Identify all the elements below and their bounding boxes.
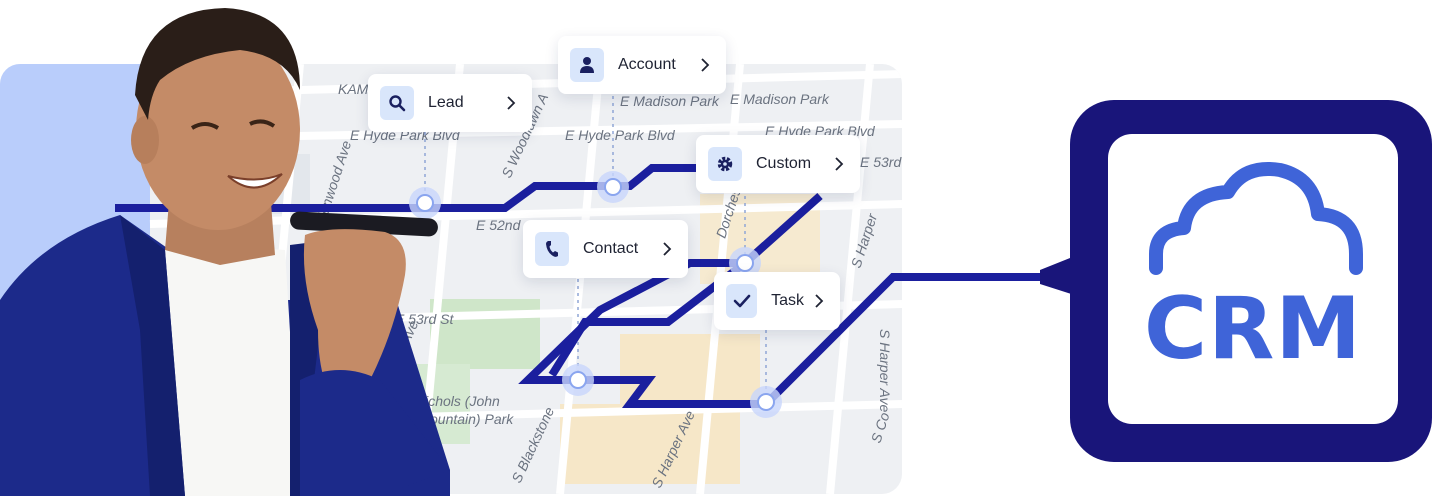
chip-label: Account bbox=[618, 56, 676, 73]
crm-label: CRM bbox=[1144, 279, 1362, 379]
street-label: E 53rd bbox=[860, 154, 902, 170]
chip-label: Lead bbox=[428, 94, 464, 111]
chevron-right-icon bbox=[834, 157, 844, 171]
street-label: E 53rd St bbox=[395, 311, 454, 327]
phone-icon bbox=[535, 232, 569, 266]
crm-tile: CRM bbox=[1070, 100, 1432, 462]
street-label: Nichols (John bbox=[415, 393, 500, 409]
person-on-phone bbox=[0, 8, 450, 496]
chip-custom[interactable]: Custom bbox=[696, 135, 860, 193]
street-label: E 52nd bbox=[476, 217, 522, 233]
cloud-icon bbox=[1149, 162, 1363, 275]
street-label: ountain) Park bbox=[430, 411, 514, 427]
street-label: S Harper Ave bbox=[877, 329, 893, 412]
gear-icon bbox=[708, 147, 742, 181]
street-label: KAM bbox=[338, 81, 369, 97]
chip-label: Contact bbox=[583, 240, 639, 257]
hand bbox=[303, 229, 406, 396]
route-nodes bbox=[409, 171, 782, 418]
chevron-right-icon bbox=[662, 242, 672, 256]
shirt bbox=[165, 245, 300, 496]
chevron-right-icon bbox=[700, 58, 710, 72]
chip-label: Task bbox=[771, 292, 804, 309]
search-icon bbox=[380, 86, 414, 120]
chip-lead[interactable]: Lead bbox=[368, 74, 532, 132]
street-label: E Madison Park bbox=[730, 91, 830, 107]
chevron-right-icon bbox=[814, 294, 824, 308]
street-label: E Madison Park bbox=[620, 93, 720, 109]
person-icon bbox=[570, 48, 604, 82]
check-icon bbox=[726, 284, 758, 318]
hair bbox=[135, 8, 300, 120]
chip-account[interactable]: Account bbox=[558, 36, 726, 94]
route-line bbox=[548, 259, 748, 378]
chip-contact[interactable]: Contact bbox=[523, 220, 688, 278]
street-label: E Hyde Park Blvd bbox=[565, 127, 676, 143]
chevron-right-icon bbox=[506, 96, 516, 110]
chip-task[interactable]: Task bbox=[714, 272, 840, 330]
crm-card: CRM bbox=[1108, 134, 1398, 424]
chip-label: Custom bbox=[756, 155, 812, 172]
